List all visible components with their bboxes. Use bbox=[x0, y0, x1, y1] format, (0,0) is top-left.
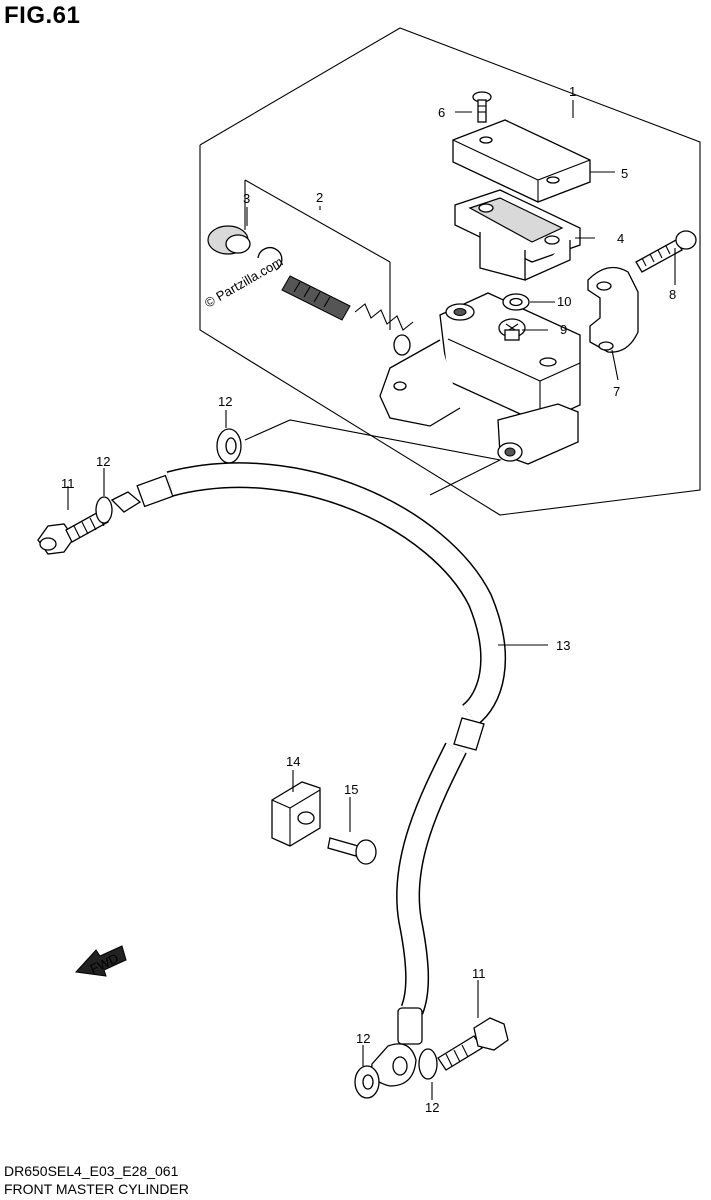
callout-4: 4 bbox=[617, 231, 624, 246]
figure-title: FIG.61 bbox=[4, 2, 81, 29]
callout-8: 8 bbox=[669, 287, 676, 302]
callout-12-left: 12 bbox=[96, 454, 110, 469]
callout-14: 14 bbox=[286, 754, 300, 769]
part-13-brake-hose bbox=[110, 462, 506, 1087]
part-9-screw bbox=[498, 318, 526, 341]
callout-numbers: 1 2 3 4 5 6 7 8 9 10 11 11 12 12 12 12 1… bbox=[61, 84, 676, 1115]
callout-11-upper: 11 bbox=[61, 476, 75, 491]
part-12-washer-lower-left bbox=[354, 1065, 380, 1099]
part-6-screw bbox=[472, 91, 492, 123]
callout-12-upper: 12 bbox=[218, 394, 232, 409]
part-15-screw bbox=[327, 837, 377, 865]
diagram-caption: FRONT MASTER CYLINDER bbox=[4, 1181, 189, 1197]
part-8-bolt bbox=[635, 230, 697, 273]
master-cylinder-body bbox=[379, 292, 581, 465]
group-2-bracket bbox=[244, 179, 391, 330]
model-code: DR650SEL4_E03_E28_061 bbox=[4, 1163, 179, 1179]
callout-leaders bbox=[67, 100, 676, 1100]
part-11-bolt-lower bbox=[437, 1017, 509, 1071]
callout-10: 10 bbox=[557, 294, 571, 309]
callout-13: 13 bbox=[556, 638, 570, 653]
callout-5: 5 bbox=[621, 166, 628, 181]
part-4-diaphragm bbox=[454, 189, 581, 281]
callout-12-lower-right: 12 bbox=[425, 1100, 439, 1115]
snap-ring bbox=[257, 247, 283, 271]
callout-2: 2 bbox=[316, 190, 323, 205]
part-14-clamp bbox=[271, 781, 321, 847]
part-12-washer-lower-right bbox=[418, 1048, 438, 1080]
part-12-washer-left bbox=[95, 496, 113, 524]
callout-6: 6 bbox=[438, 105, 445, 120]
callout-12-lower-left: 12 bbox=[356, 1031, 370, 1046]
assembly-leader-lines bbox=[244, 419, 502, 496]
part-12-washer-upper bbox=[216, 428, 242, 464]
callout-11-lower: 11 bbox=[472, 966, 486, 981]
callout-9: 9 bbox=[560, 322, 567, 337]
part-5-cover bbox=[452, 119, 591, 203]
callout-7: 7 bbox=[613, 384, 620, 399]
callout-3: 3 bbox=[243, 191, 250, 206]
callout-1: 1 bbox=[569, 84, 576, 99]
part-10-washer bbox=[502, 293, 530, 311]
part-7-clamp bbox=[587, 266, 639, 353]
piston-assembly bbox=[281, 275, 414, 356]
assembly-box bbox=[199, 27, 701, 516]
watermark: © Partzilla.com bbox=[202, 254, 285, 311]
callout-15: 15 bbox=[344, 782, 358, 797]
fwd-arrow-icon: FWD bbox=[74, 945, 127, 977]
part-3-boot bbox=[207, 225, 251, 255]
